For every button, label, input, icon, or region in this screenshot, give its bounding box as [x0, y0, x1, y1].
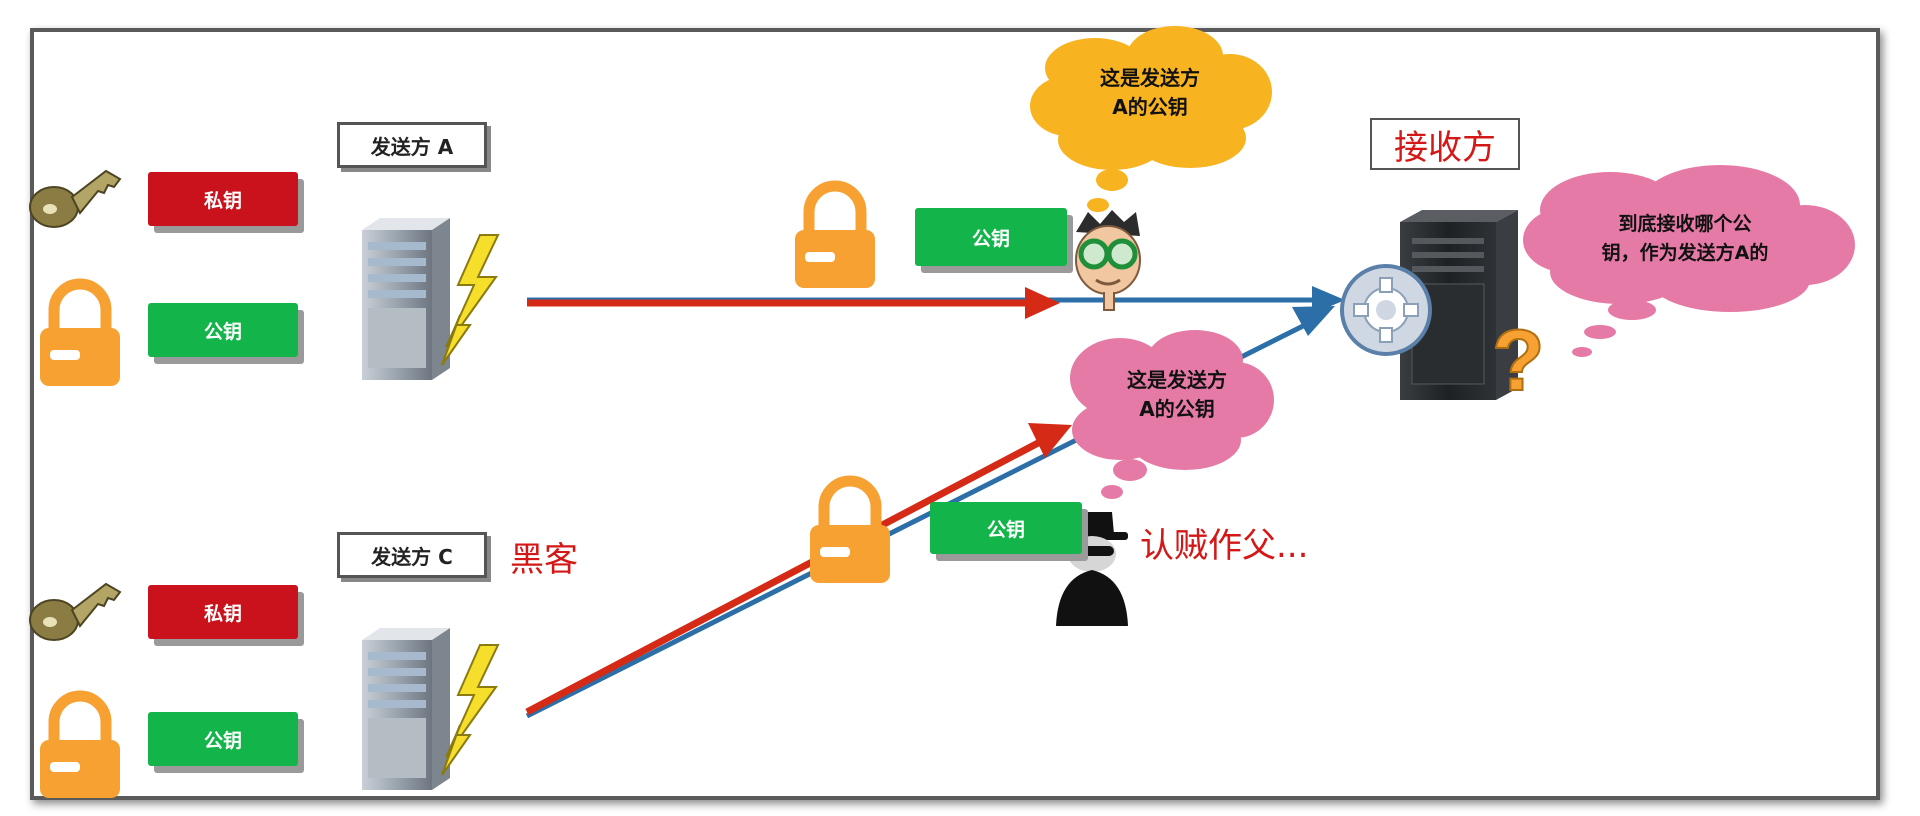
- server-icon-a: [362, 218, 450, 380]
- pink-cloud-receiver-text: 到底接收哪个公 钥，作为发送方A的: [1570, 210, 1800, 268]
- yellow-cloud-text: 这是发送方 A的公钥: [1060, 64, 1240, 122]
- question-mark-icon: ?: [1491, 312, 1546, 410]
- pink-cloud-middle-line-1: 这是发送方: [1127, 368, 1227, 392]
- lock-icon-a: [40, 278, 120, 386]
- pink-thought-cloud-middle: [1070, 330, 1274, 499]
- sender-a-label: 发送方 A: [337, 122, 487, 168]
- hacker-tag: 黑客: [510, 540, 578, 580]
- sender-a-public-key: 公钥: [148, 303, 298, 357]
- server-icon-c: [362, 628, 450, 790]
- pink-thought-cloud-receiver: [1523, 165, 1855, 357]
- sender-c-public-key: 公钥: [148, 712, 298, 766]
- receiver-label-text: 接收方: [1394, 127, 1496, 168]
- lightning-icon-c: [441, 644, 500, 776]
- receiver-label: 接收方: [1370, 118, 1520, 170]
- lock-icon-c: [40, 690, 120, 798]
- key-icon-a: [29, 169, 122, 228]
- key-icon-c: [29, 582, 122, 641]
- red-arrow-bottom: [525, 423, 1072, 716]
- lock-icon-middle-top: [795, 180, 875, 288]
- red-arrow-top: [527, 287, 1060, 319]
- gear-icon: [1340, 264, 1432, 356]
- sender-c-private-key: 私钥: [148, 585, 298, 639]
- svg-text:?: ?: [1492, 313, 1545, 409]
- lock-icon-middle-bottom: [810, 475, 890, 583]
- pink-cloud-receiver-line-2: 钥，作为发送方A的: [1601, 242, 1769, 264]
- man-with-goggles-icon: [1075, 210, 1141, 311]
- sender-c-label: 发送方 C: [337, 532, 487, 578]
- hacker-caption: 认贼作父...: [1140, 526, 1309, 566]
- pink-cloud-middle-text: 这是发送方 A的公钥: [1092, 366, 1262, 424]
- yellow-cloud-line-2: A的公钥: [1112, 95, 1188, 119]
- lightning-icon-a: [441, 234, 500, 366]
- middle-bottom-public-key: 公钥: [930, 502, 1082, 554]
- middle-top-public-key: 公钥: [915, 208, 1067, 266]
- pink-cloud-receiver-line-1: 到底接收哪个公: [1618, 213, 1752, 235]
- pink-cloud-middle-line-2: A的公钥: [1139, 397, 1215, 421]
- sender-a-private-key: 私钥: [148, 172, 298, 226]
- yellow-cloud-line-1: 这是发送方: [1100, 66, 1200, 90]
- yellow-thought-cloud: [1030, 26, 1272, 212]
